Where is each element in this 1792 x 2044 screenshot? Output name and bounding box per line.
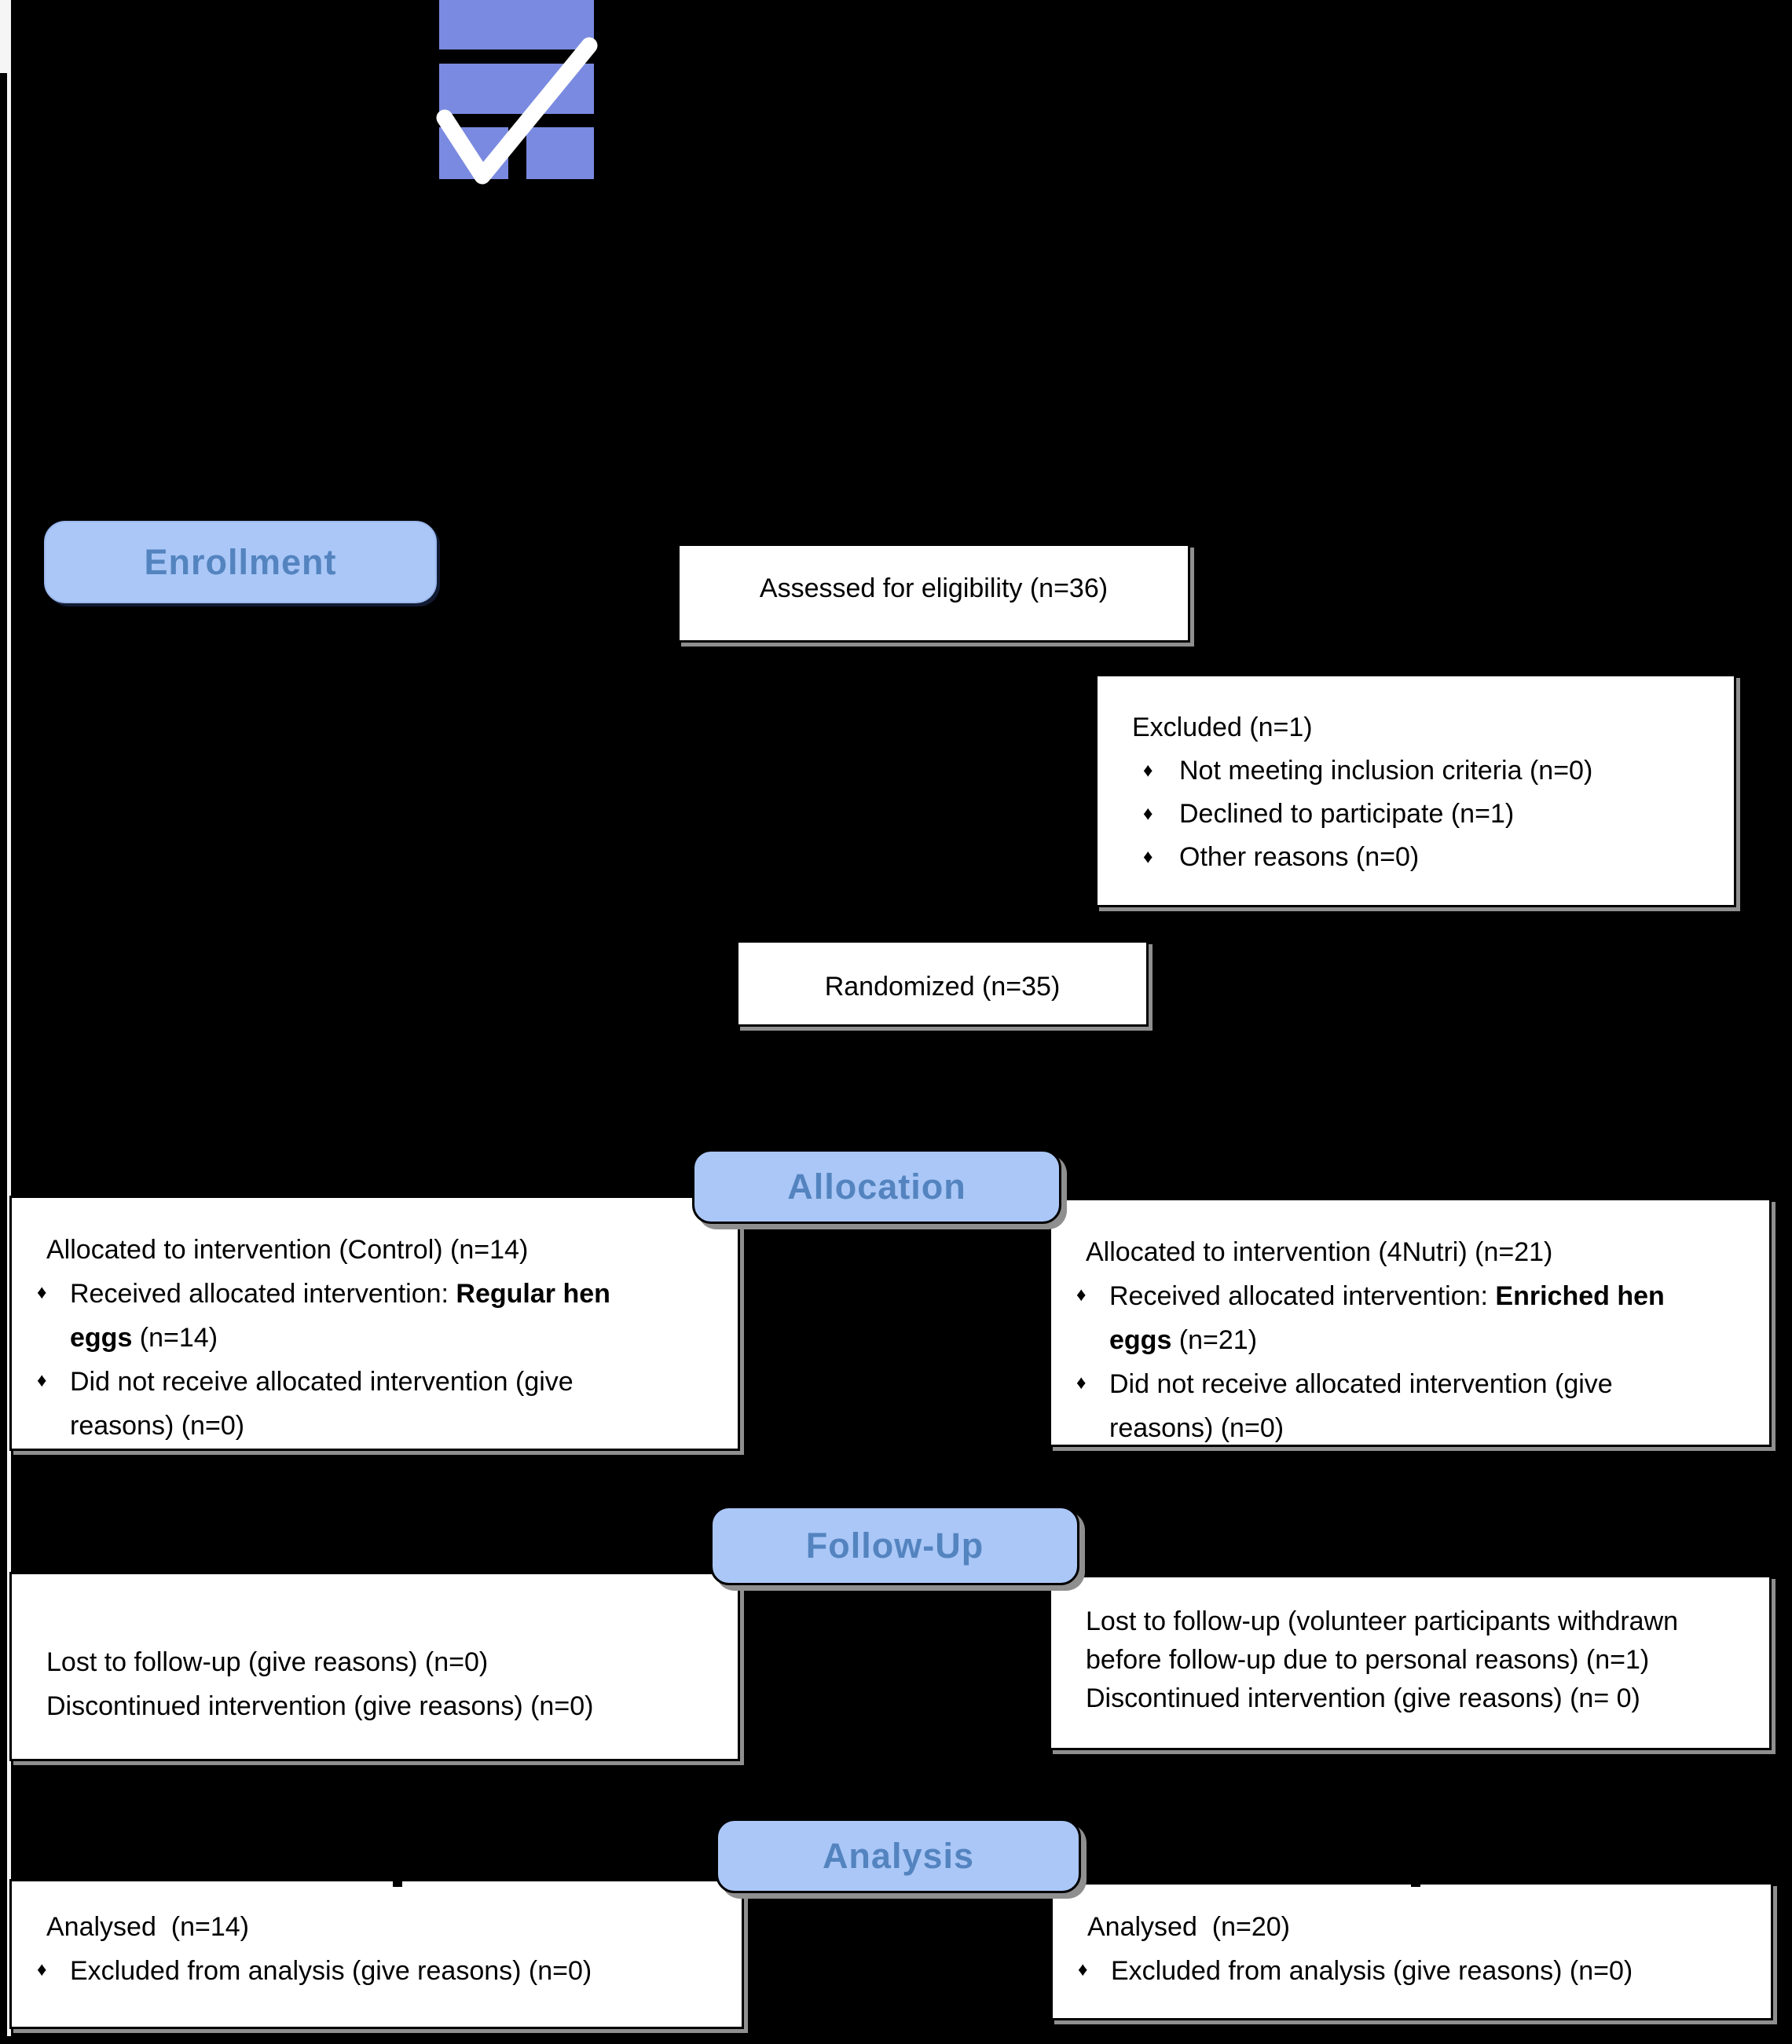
logo-checkmark-icon [436, 37, 598, 185]
text-line: ♦Other reasons (n=0) [1098, 836, 1734, 879]
text-line: ♦Received allocated intervention: Enrich… [1051, 1274, 1769, 1318]
text-line: Discontinued intervention (give reasons)… [46, 1691, 594, 1721]
text-line: ♦Did not receive allocated intervention … [1051, 1362, 1769, 1406]
text-line: ♦Not meeting inclusion criteria (n=0) [1098, 749, 1734, 793]
allocation-control-box: Allocated to intervention (Control) (n=1… [9, 1196, 740, 1451]
analysis-4nutri-box: Analysed (n=20) ♦Excluded from analysis (… [1050, 1882, 1773, 2020]
text-line: ♦Excluded from analysis (give reasons) (… [12, 1949, 742, 1993]
left-frame-line [7, 0, 11, 2036]
text-line: Assessed for eligibility (n=36) [759, 573, 1109, 603]
stage-label-followup: Follow-Up [805, 1525, 984, 1566]
logo-square-bottom-right [526, 127, 594, 179]
stage-band-allocation: Allocation [692, 1149, 1061, 1224]
logo-bar-top [439, 0, 594, 49]
text-line: eggs (n=21) [1109, 1325, 1258, 1355]
diamond-bullet-icon: ♦ [1078, 1958, 1088, 1980]
text-line: Allocated to intervention (Control) (n=1… [46, 1235, 529, 1265]
text-line: Lost to follow-up (give reasons) (n=0) [46, 1647, 489, 1677]
text-line: before follow-up due to personal reasons… [1086, 1645, 1650, 1675]
text-line: reasons) (n=0) [70, 1411, 245, 1441]
diamond-bullet-icon: ♦ [37, 1958, 47, 1980]
diamond-bullet-icon: ♦ [1143, 845, 1153, 867]
connector-tick-right [1411, 1876, 1420, 1887]
analysis-control-box: Analysed (n=14) ♦Excluded from analysis (… [9, 1879, 744, 2029]
text-line: Lost to follow-up (volunteer participant… [1086, 1606, 1679, 1636]
text-line: ♦Excluded from analysis (give reasons) (… [1053, 1949, 1771, 1993]
diamond-bullet-icon: ♦ [37, 1369, 47, 1391]
stage-band-followup: Follow-Up [710, 1506, 1079, 1585]
text-line: Allocated to intervention (4Nutri) (n=21… [1086, 1237, 1553, 1267]
stage-band-enrollment: Enrollment [44, 521, 437, 603]
stage-label-allocation: Allocation [787, 1166, 966, 1207]
diamond-bullet-icon: ♦ [37, 1281, 47, 1303]
text-line: Excluded (n=1) [1132, 712, 1313, 742]
randomized-box: Randomized (n=35) [736, 940, 1149, 1027]
text-line: ♦Declined to participate (n=1) [1098, 793, 1734, 836]
connector-tick-left [393, 1874, 402, 1887]
diamond-bullet-icon: ♦ [1143, 802, 1153, 824]
text-line: Analysed (n=20) [1087, 1912, 1290, 1942]
text-line: reasons) (n=0) [1109, 1413, 1284, 1443]
text-line: ♦Did not receive allocated intervention … [12, 1360, 738, 1404]
stage-label-analysis: Analysis [822, 1835, 975, 1876]
text-line: ♦Received allocated intervention: Regula… [12, 1272, 738, 1316]
top-left-frame-corner [0, 0, 10, 73]
text-line: eggs (n=14) [70, 1323, 218, 1353]
followup-4nutri-box: Lost to follow-up (volunteer participant… [1049, 1575, 1772, 1750]
stage-band-analysis: Analysis [716, 1819, 1081, 1893]
followup-control-box: Lost to follow-up (give reasons) (n=0) Di… [9, 1572, 740, 1761]
excluded-box: Excluded (n=1) ♦Not meeting inclusion cri… [1095, 674, 1736, 907]
stage-label-enrollment: Enrollment [144, 541, 337, 582]
text-line: Randomized (n=35) [824, 972, 1061, 1002]
diamond-bullet-icon: ♦ [1076, 1372, 1087, 1394]
diamond-bullet-icon: ♦ [1143, 759, 1153, 781]
allocation-4nutri-box: Allocated to intervention (4Nutri) (n=21… [1049, 1198, 1772, 1447]
text-line: Discontinued intervention (give reasons)… [1086, 1683, 1640, 1713]
assessed-box: Assessed for eligibility (n=36) [677, 544, 1190, 643]
diamond-bullet-icon: ♦ [1076, 1284, 1087, 1306]
text-line: Analysed (n=14) [46, 1912, 249, 1942]
